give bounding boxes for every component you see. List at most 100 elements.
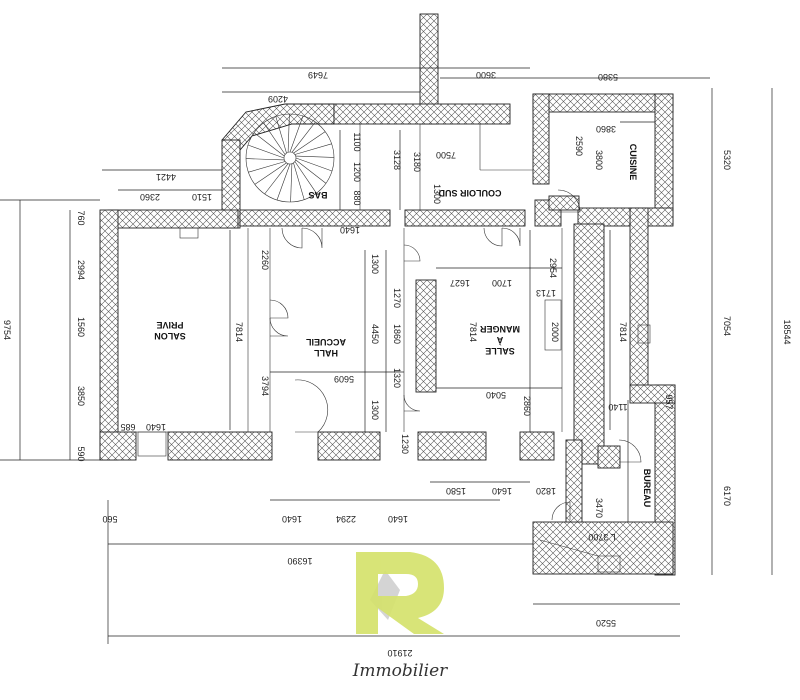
dim-1300b: 1300 bbox=[370, 254, 380, 274]
dim-590: 590 bbox=[76, 446, 86, 461]
dim-1270: 1270 bbox=[392, 288, 402, 308]
dim-21910: 21910 bbox=[387, 648, 412, 658]
spiral-staircase bbox=[245, 113, 335, 203]
dim-l3700: L 3700 bbox=[588, 532, 615, 542]
wall-bureau-pillar bbox=[597, 445, 621, 469]
dim-3600: 3600 bbox=[476, 70, 496, 80]
dim-3128: 3128 bbox=[392, 150, 402, 170]
dim-1713: 1713 bbox=[536, 288, 556, 298]
stair-tread bbox=[293, 162, 305, 200]
wall-bureau-south bbox=[532, 521, 674, 575]
wall-north bbox=[333, 103, 511, 125]
stair-tread bbox=[253, 132, 285, 157]
stair-tread bbox=[290, 163, 293, 203]
wall-north-kitchen bbox=[532, 93, 674, 113]
stair-tread bbox=[295, 159, 327, 184]
dim-2994: 2994 bbox=[76, 260, 86, 280]
dimension-lines bbox=[0, 67, 773, 644]
wall-salon-west bbox=[99, 209, 119, 461]
dim-3860: 3860 bbox=[596, 124, 616, 134]
dim-3180: 3180 bbox=[412, 152, 422, 172]
dim-1640-bot-b: 1640 bbox=[282, 514, 302, 524]
wall-salle-east bbox=[573, 223, 605, 465]
dim-5520: 5520 bbox=[596, 618, 616, 628]
stair-tread bbox=[295, 155, 335, 158]
wall-east-mid bbox=[629, 207, 649, 389]
wall-corridor-s1 bbox=[239, 209, 391, 227]
wall-south-5 bbox=[519, 431, 555, 461]
dim-7814c: 7814 bbox=[618, 322, 628, 342]
room-hall-line1: HALL bbox=[314, 348, 338, 358]
dim-760: 760 bbox=[76, 210, 86, 225]
dim-5320: 5320 bbox=[722, 150, 732, 170]
dim-1300c: 1300 bbox=[370, 400, 380, 420]
logo-r-mark bbox=[356, 552, 444, 634]
dim-5040: 5040 bbox=[486, 390, 506, 400]
wall-kitchen-west bbox=[532, 93, 550, 185]
logo-script-text: Immobilier bbox=[352, 661, 448, 681]
stair-tread bbox=[293, 131, 326, 154]
room-salle-line3: MANGER bbox=[480, 324, 520, 334]
stair-tread bbox=[289, 115, 304, 153]
stair-tread bbox=[254, 162, 287, 185]
stair-tread bbox=[263, 122, 286, 155]
stair-tread bbox=[291, 121, 316, 153]
dim-1200: 1200 bbox=[352, 162, 362, 182]
dim-4209: 4209 bbox=[268, 94, 288, 104]
dim-1230: 1230 bbox=[400, 434, 410, 454]
dim-2860: 2860 bbox=[522, 396, 532, 416]
wall-south-1 bbox=[99, 431, 137, 461]
stair-tread bbox=[276, 163, 291, 201]
dim-1640-left: 1640 bbox=[146, 422, 166, 432]
wall-east-step-low bbox=[629, 384, 676, 404]
wall-bureau-west bbox=[565, 439, 583, 523]
dim-7649: 7649 bbox=[308, 70, 328, 80]
dim-4421: 4421 bbox=[156, 172, 176, 182]
dim-4450: 4450 bbox=[370, 324, 380, 344]
stair-tread bbox=[295, 157, 333, 172]
dim-3800: 3800 bbox=[594, 150, 604, 170]
wall-south-3 bbox=[317, 431, 381, 461]
dim-685: 685 bbox=[120, 422, 135, 432]
room-labels: SALON PRIVE HALL ACCUEIL SALLE À MANGER … bbox=[154, 144, 652, 508]
stair-tread bbox=[294, 161, 317, 194]
wall-corridor-s4 bbox=[577, 207, 631, 227]
dim-2590: 2590 bbox=[574, 136, 584, 156]
stair-tread bbox=[248, 161, 286, 173]
dim-1580: 1580 bbox=[446, 486, 466, 496]
dim-957: 957 bbox=[664, 394, 674, 409]
dim-1510: 1510 bbox=[192, 192, 212, 202]
dim-16390: 16390 bbox=[287, 556, 312, 566]
dim-2260: 2260 bbox=[260, 250, 270, 270]
dim-1700: 1700 bbox=[492, 278, 512, 288]
room-salle-line2: À bbox=[496, 335, 503, 345]
wall-kitchen-south bbox=[548, 195, 580, 211]
dim-1100: 1100 bbox=[352, 132, 362, 151]
dim-1640-bot-a: 1640 bbox=[492, 486, 512, 496]
stair-tread bbox=[247, 144, 285, 159]
room-bas: BAS bbox=[308, 190, 327, 200]
room-salon-line2: PRIVE bbox=[156, 320, 183, 330]
dim-5609: 5609 bbox=[334, 374, 354, 384]
wall-kitchen-east bbox=[654, 93, 674, 225]
dim-560: 560 bbox=[102, 514, 117, 524]
dim-9754: 9754 bbox=[2, 320, 12, 340]
dim-1300a: 1300 bbox=[432, 184, 442, 204]
wall-corridor-s2 bbox=[404, 209, 526, 227]
stair-tread bbox=[294, 143, 332, 155]
door-swings bbox=[269, 189, 642, 557]
dim-1140: 1140 bbox=[608, 402, 627, 412]
dim-3850: 3850 bbox=[76, 386, 86, 406]
wall-south-2 bbox=[167, 431, 273, 461]
dim-7814b: 7814 bbox=[468, 322, 478, 342]
room-salle-line1: SALLE bbox=[485, 346, 515, 356]
dim-880: 880 bbox=[352, 190, 362, 205]
dim-7814a: 7814 bbox=[234, 322, 244, 342]
dim-1860: 1860 bbox=[392, 324, 402, 344]
dim-1640-in: 1640 bbox=[340, 225, 360, 235]
stair-tread bbox=[264, 163, 289, 195]
dim-1820: 1820 bbox=[536, 486, 556, 496]
room-cuisine: CUISINE bbox=[628, 144, 638, 181]
room-salon-line1: SALON bbox=[154, 331, 186, 341]
